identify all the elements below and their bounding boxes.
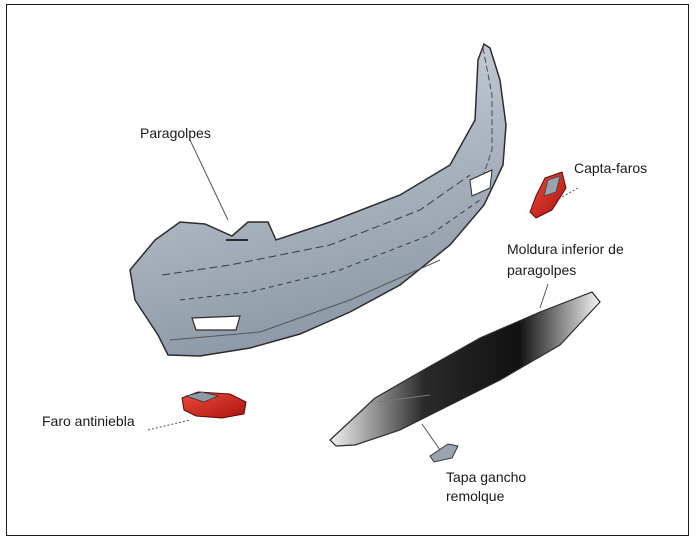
moldura-inferior-part — [330, 292, 600, 446]
leader-paragolpes — [190, 140, 228, 220]
tapa-gancho-part — [430, 444, 458, 462]
label-tapa-line1: Tapa gancho — [446, 469, 526, 486]
leader-tapa — [422, 424, 440, 450]
capta-faros-part — [530, 172, 566, 218]
label-moldura-line1: Moldura inferior de — [507, 241, 624, 258]
label-faro-antiniebla: Faro antiniebla — [42, 413, 135, 430]
label-capta-faros: Capta-faros — [574, 160, 647, 177]
label-tapa-line2: remolque — [446, 488, 504, 505]
label-moldura-line2: paragolpes — [507, 262, 576, 279]
leader-moldura — [540, 284, 548, 308]
paragolpes-part — [130, 44, 506, 356]
leader-faro — [148, 420, 190, 430]
label-paragolpes: Paragolpes — [140, 125, 211, 142]
faro-antiniebla-part — [182, 392, 246, 418]
